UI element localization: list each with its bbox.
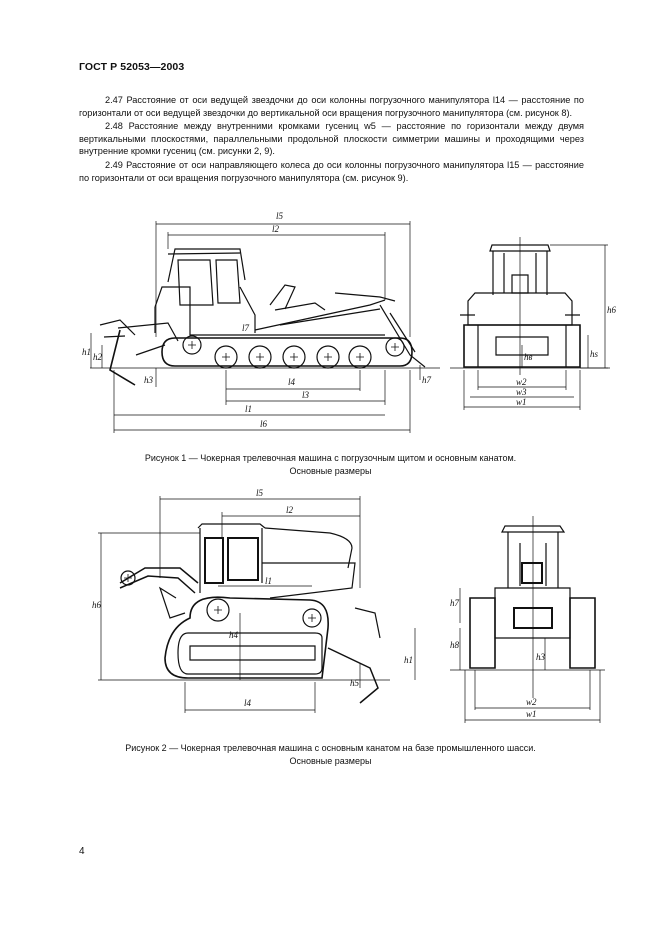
- document-header: ГОСТ Р 52053—2003: [79, 61, 185, 73]
- fig2-label-l4: l4: [244, 698, 252, 708]
- fig2-label-l5: l5: [256, 488, 264, 498]
- dim-label-l7: l7: [242, 323, 250, 333]
- dim-label-h6: h6: [607, 305, 617, 315]
- fig2-label-h6: h6: [92, 600, 102, 610]
- figure-1-caption-line-1: Рисунок 1 — Чокерная трелевочная машина …: [144, 453, 517, 463]
- fig2-label-h4: h4: [229, 630, 239, 640]
- figure-1-rear-labels: h6 hs hв w2 w3 w1: [516, 305, 617, 407]
- fig2-label-h8: h8: [450, 640, 460, 650]
- figure-2-caption-line-2: Основные размеры: [289, 755, 372, 766]
- fig2-label-h1: h1: [404, 655, 413, 665]
- dim-label-w3: w3: [516, 387, 527, 397]
- fig2-label-l2: l2: [286, 505, 294, 515]
- figure-1-dimension-labels: l5 l2 l4 l3 l1 l6 l7 h1 h2 h3 h7: [82, 211, 432, 429]
- dim-label-l5: l5: [276, 211, 284, 221]
- figure-1-drawing: l5 l2 l4 l3 l1 l6 l7 h1 h2 h3 h7: [82, 211, 617, 433]
- figure-2-caption: Рисунок 2 — Чокерная трелевочная машина …: [0, 742, 661, 767]
- fig2-label-h7: h7: [450, 598, 460, 608]
- figure-2-dimension-labels: l5 l2 l1 l4 h6 h4 h1 h5: [92, 488, 413, 708]
- fig2-label-h5: h5: [350, 678, 360, 688]
- dim-label-h3: h3: [144, 375, 154, 385]
- dim-label-hs: hs: [590, 349, 599, 359]
- paragraph-2-47: 2.47 Расстояние от оси ведущей звездочки…: [79, 95, 584, 118]
- dim-label-w1: w1: [516, 397, 527, 407]
- dim-label-l1: l1: [245, 404, 252, 414]
- dim-label-h7: h7: [422, 375, 432, 385]
- figure-2-front-labels: h7 h8 h3 w2 w1: [450, 598, 546, 719]
- fig2-label-w2: w2: [526, 697, 537, 707]
- figure-2-drawing: l5 l2 l1 l4 h6 h4 h1 h5 h7 h8 h3 w2: [92, 488, 605, 723]
- page-number: 4: [79, 846, 85, 857]
- fig2-label-l1: l1: [265, 576, 272, 586]
- figure-1-caption-line-2: Основные размеры: [289, 465, 372, 476]
- figure-2-caption-line-1: Рисунок 2 — Чокерная трелевочная машина …: [125, 743, 536, 753]
- dim-label-h1: h1: [82, 347, 91, 357]
- dim-label-h2: h2: [93, 352, 103, 362]
- paragraphs-block: 2.47 Расстояние от оси ведущей звездочки…: [79, 94, 584, 185]
- dim-label-w2: w2: [516, 377, 527, 387]
- dim-label-l6: l6: [260, 419, 268, 429]
- dim-label-hb: hв: [524, 352, 533, 362]
- paragraph-2-48: 2.48 Расстояние между внутренними кромка…: [79, 121, 584, 157]
- fig2-label-w1: w1: [526, 709, 537, 719]
- paragraph-2-49: 2.49 Расстояние от оси направляющего кол…: [79, 159, 584, 183]
- fig2-label-h3: h3: [536, 652, 546, 662]
- dim-label-l4: l4: [288, 377, 296, 387]
- figure-1-caption: Рисунок 1 — Чокерная трелевочная машина …: [0, 452, 661, 477]
- dim-label-l3: l3: [302, 390, 310, 400]
- dim-label-l2: l2: [272, 224, 280, 234]
